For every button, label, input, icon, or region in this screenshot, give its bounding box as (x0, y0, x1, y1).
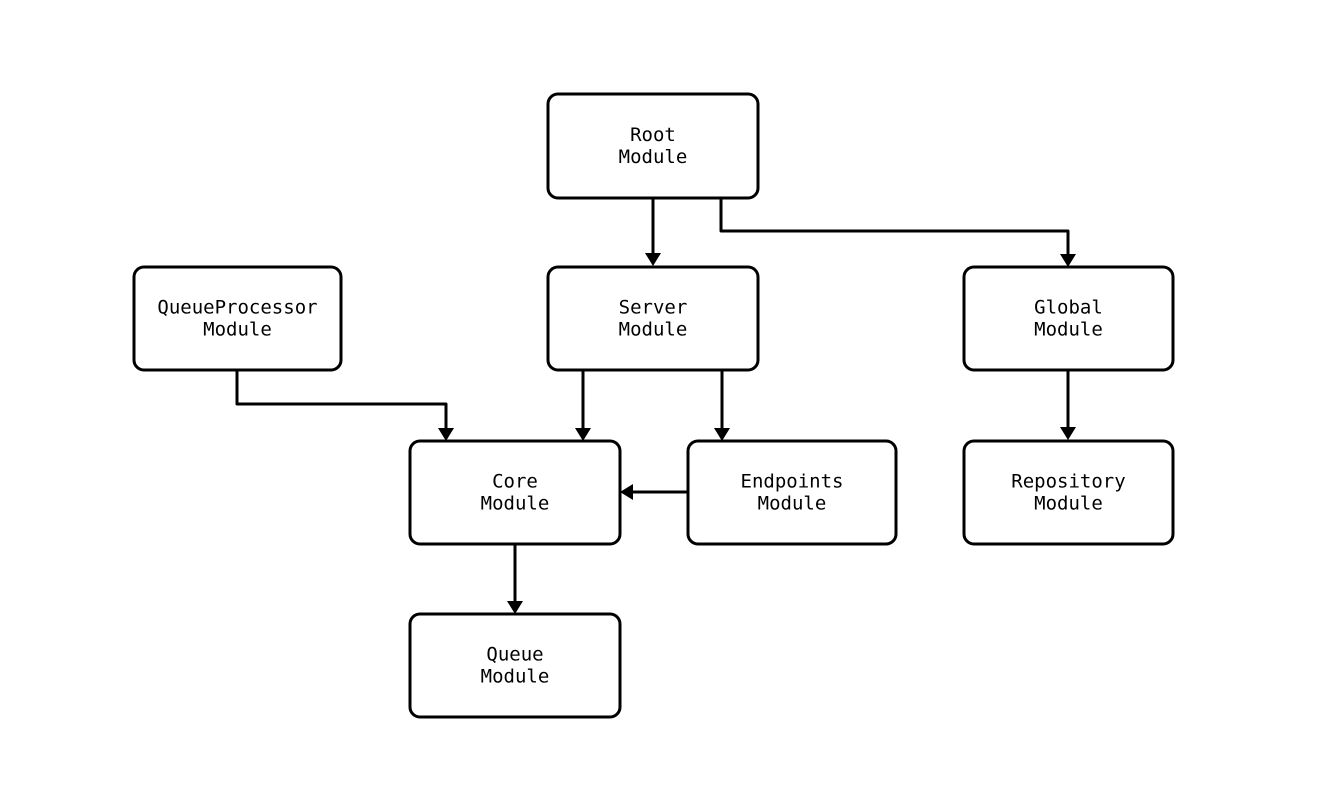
edge-arrowhead (1060, 427, 1076, 440)
edge-root-to-server (645, 198, 661, 266)
node-label-line2: Module (481, 665, 550, 687)
edge-arrowhead (714, 428, 730, 441)
edge-queueprocessor-to-core (235, 370, 454, 441)
node-box[interactable] (408, 439, 622, 546)
node-label-line2: Module (481, 492, 550, 514)
node-box[interactable] (962, 439, 1175, 546)
node-label-line2: Module (758, 492, 827, 514)
edges-layer (235, 198, 1076, 614)
edge-server-to-core (575, 370, 591, 441)
node-box[interactable] (686, 439, 898, 546)
node-label-line1: Server (619, 296, 688, 318)
edge-core-to-queue (507, 544, 523, 614)
edge-arrowhead (645, 253, 661, 266)
edge-arrowhead (575, 428, 591, 441)
edge-arrowhead (620, 484, 633, 500)
node-label-line1: Global (1034, 296, 1103, 318)
edge-line (719, 198, 1070, 259)
edge-arrowhead (438, 428, 454, 441)
node-label-line1: Repository (1011, 470, 1125, 492)
edge-root-to-global (719, 198, 1076, 267)
edge-line (235, 370, 448, 433)
node-label-line2: Module (1034, 318, 1103, 340)
node-label-line2: Module (619, 318, 688, 340)
edge-arrowhead (1060, 254, 1076, 267)
edge-global-to-repository (1060, 370, 1076, 440)
node-box[interactable] (962, 265, 1175, 372)
node-label-line1: Core (492, 470, 538, 492)
node-label-line2: Module (203, 318, 272, 340)
node-label-line2: Module (619, 146, 688, 168)
node-label-line2: Module (1034, 492, 1103, 514)
node-label-line1: Root (630, 124, 676, 146)
node-box[interactable] (546, 265, 760, 372)
node-box[interactable] (546, 92, 760, 200)
node-label-line1: QueueProcessor (157, 296, 317, 318)
edge-arrowhead (507, 601, 523, 614)
node-box[interactable] (132, 265, 343, 372)
node-label-line1: Queue (486, 643, 543, 665)
node-label-line1: Endpoints (741, 470, 844, 492)
edge-server-to-endpoints (714, 370, 730, 441)
node-box[interactable] (408, 612, 622, 719)
edge-endpoints-to-core (620, 484, 688, 500)
